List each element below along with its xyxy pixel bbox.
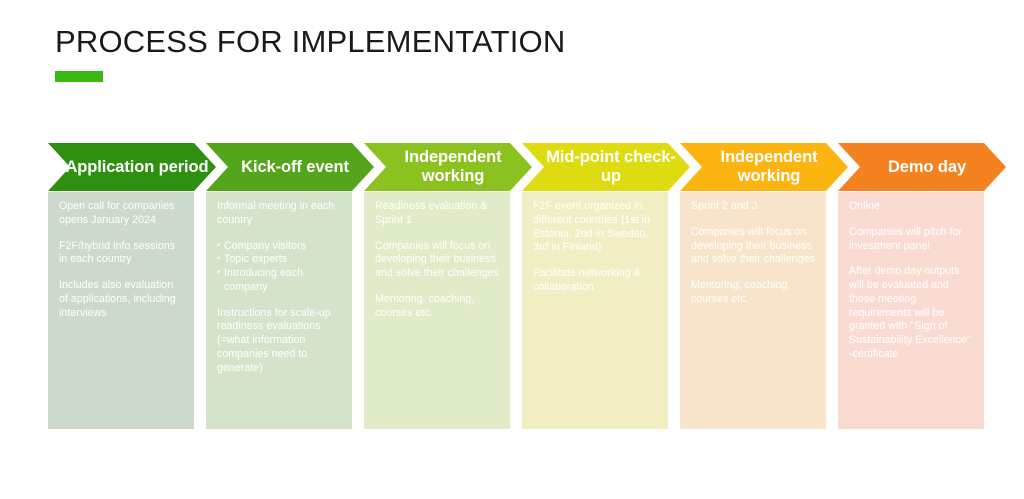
process-step-panel: Informal meeting in each countryCompany … xyxy=(206,192,352,429)
process-step-paragraph: Informal meeting in each country xyxy=(217,200,335,226)
page-title: PROCESS FOR IMPLEMENTATION xyxy=(55,24,566,59)
process-step-paragraph: F2F event organized in different countri… xyxy=(533,200,651,254)
process-step-paragraph: F2F/hybrid info sessions in each country xyxy=(59,239,176,266)
process-step-label: Demo day xyxy=(887,157,967,176)
process-step-paragraph: Mentoring, coaching, courses etc. xyxy=(375,292,475,319)
process-step-panel: Sprint 2 and 3 Companies will focus on de… xyxy=(680,192,826,429)
process-step-panel: F2F event organized in different countri… xyxy=(522,192,668,429)
process-step-paragraph: Companies will focus on developing their… xyxy=(375,239,499,280)
title-block: PROCESS FOR IMPLEMENTATION xyxy=(55,24,955,82)
process-step-paragraph: Instructions for scale-up readiness eval… xyxy=(217,306,331,374)
process-step-paragraph: Mentoring, coaching, courses etc. xyxy=(691,279,791,305)
process-step-label: Mid-point check-up xyxy=(546,148,676,185)
process-step-header[interactable]: Application period xyxy=(48,143,216,191)
process-step-header[interactable]: Independent working xyxy=(364,143,532,191)
process-step-paragraph: Open call for companies opens January 20… xyxy=(59,200,175,226)
process-step-paragraph: Companies will pitch for investment pane… xyxy=(849,225,963,252)
process-step-paragraph: Companies will focus on developing their… xyxy=(691,225,815,266)
process-step-paragraph: Readiness evaluation & Sprint 1 xyxy=(375,200,488,226)
process-step-label: Independent working xyxy=(404,148,502,185)
process-step-label: Application period xyxy=(65,157,209,176)
process-step-paragraph: After demo day outputs will be evaluated… xyxy=(849,265,971,360)
process-step-label: Independent working xyxy=(720,148,818,185)
process-step-panel: Readiness evaluation & Sprint 1 Companies… xyxy=(364,192,510,429)
process-step-bullet-item: Topic experts xyxy=(217,253,342,267)
process-step-bullet-item: Company visitors xyxy=(217,240,342,254)
process-step-paragraph: Sprint 2 and 3 xyxy=(691,200,758,212)
process-step-paragraph: Online xyxy=(849,200,880,212)
process-step-panel: Open call for companies opens January 20… xyxy=(48,192,194,429)
process-step-header[interactable]: Kick-off event xyxy=(206,143,374,191)
process-step-header[interactable]: Demo day xyxy=(838,143,1006,191)
process-step-paragraph: Facilitate networking & collaboration xyxy=(533,267,641,293)
process-step-paragraph: Includes also evaluation of applications… xyxy=(59,279,176,319)
process-step-label: Kick-off event xyxy=(241,157,349,176)
process-step-bullet-item: Introducing each company xyxy=(217,267,342,295)
process-step-bullet-list: Company visitorsTopic expertsIntroducing… xyxy=(217,240,342,295)
process-step-header[interactable]: Independent working xyxy=(680,143,848,191)
title-accent-bar xyxy=(55,70,103,82)
process-step-header[interactable]: Mid-point check-up xyxy=(522,143,690,191)
